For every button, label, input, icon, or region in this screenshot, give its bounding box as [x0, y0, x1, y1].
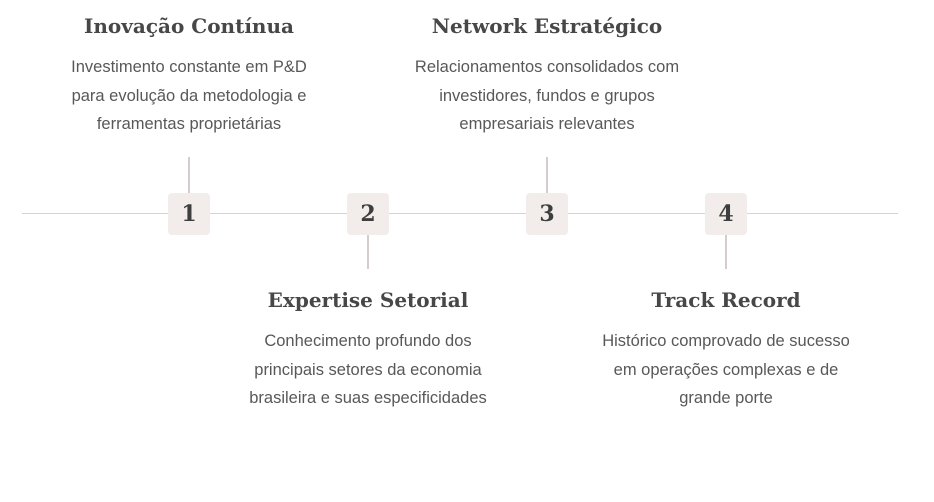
- milestone-description-line: em operações complexas e de: [613, 360, 839, 379]
- milestone-box-4: 4: [705, 193, 747, 235]
- connector-line-4: [725, 235, 727, 269]
- connector-line-2: [367, 235, 369, 269]
- milestone-description-line: empresariais relevantes: [459, 115, 635, 134]
- milestone-description-line: grande porte: [679, 389, 773, 408]
- milestone-box-1: 1: [168, 193, 210, 235]
- timeline-axis-line: [22, 213, 898, 214]
- milestone-text-2: Expertise Setorial Conhecimento profundo…: [203, 286, 533, 413]
- milestone-description-line: ferramentas proprietárias: [96, 115, 282, 134]
- milestone-description-line: brasileira e suas especificidades: [249, 389, 487, 408]
- milestone-box-2: 2: [347, 193, 389, 235]
- milestone-description-line: Relacionamentos consolidados com: [414, 58, 680, 76]
- milestone-title: Inovação Contínua: [84, 14, 294, 38]
- milestone-description-line: Histórico comprovado de sucesso: [602, 332, 850, 350]
- milestone-text-3: Network Estratégico Relacionamentos cons…: [382, 12, 712, 139]
- milestone-number: 1: [181, 201, 197, 227]
- milestone-number: 4: [718, 201, 734, 227]
- milestone-title: Track Record: [651, 288, 801, 312]
- milestone-number: 2: [360, 201, 376, 227]
- milestone-title: Network Estratégico: [431, 14, 663, 38]
- milestone-description-line: Conhecimento profundo dos: [264, 332, 472, 350]
- connector-line-3: [546, 157, 548, 193]
- milestone-number: 3: [539, 201, 555, 227]
- connector-line-1: [188, 157, 190, 193]
- milestone-text-4: Track Record Histórico comprovado de suc…: [561, 286, 891, 413]
- milestone-description-line: Investimento constante em P&D: [71, 58, 307, 76]
- milestone-description-line: para evolução da metodologia e: [71, 86, 307, 105]
- milestone-description-line: principais setores da economia: [254, 360, 482, 379]
- milestone-description-line: investidores, fundos e grupos: [439, 86, 655, 105]
- milestone-text-1: Inovação Contínua Investimento constante…: [24, 12, 354, 139]
- milestone-title: Expertise Setorial: [267, 288, 469, 312]
- milestone-box-3: 3: [526, 193, 568, 235]
